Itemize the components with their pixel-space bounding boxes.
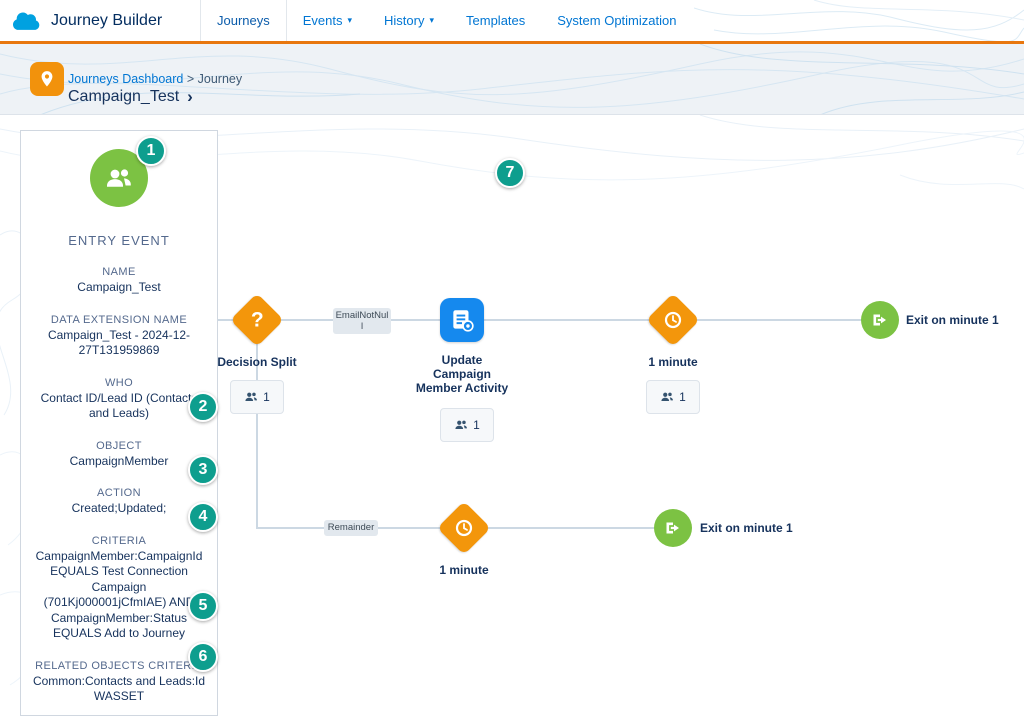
annotation-badge-3: 3	[188, 455, 218, 485]
salesforce-cloud-logo-icon	[13, 12, 40, 30]
field-object: OBJECT CampaignMember	[21, 440, 217, 470]
exit-node-top[interactable]	[861, 301, 899, 339]
connector-main-path	[218, 319, 861, 321]
field-value: CampaignMember	[69, 453, 169, 468]
tab-templates-label: Templates	[466, 13, 526, 28]
field-label: DATA EXTENSION NAME	[50, 313, 188, 326]
field-label: WHO	[104, 376, 134, 389]
tab-templates[interactable]: Templates	[450, 0, 541, 41]
exit-icon	[666, 522, 679, 534]
update-activity-label: Update Campaign Member Activity	[415, 353, 509, 395]
chevron-down-icon: ▾	[429, 15, 435, 25]
breadcrumb-band: Journeys Dashboard > Journey Campaign_Te…	[0, 44, 1024, 115]
annotation-badge-7: 7	[495, 158, 525, 188]
exit-top-label: Exit on minute 1	[906, 313, 999, 327]
people-icon	[245, 392, 258, 402]
people-icon	[661, 392, 674, 402]
tab-events[interactable]: Events ▾	[287, 0, 368, 41]
wait-top-label: 1 minute	[648, 355, 698, 369]
wait-node-top[interactable]	[646, 293, 700, 347]
journey-title: Campaign_Test	[68, 88, 180, 105]
decision-contact-count[interactable]: 1	[230, 380, 284, 414]
breadcrumb: Journeys Dashboard > Journey	[68, 72, 242, 86]
entry-event-panel: ENTRY EVENT NAME Campaign_Test DATA EXTE…	[20, 130, 218, 716]
annotation-badge-1: 1	[136, 136, 166, 166]
tab-journeys[interactable]: Journeys	[200, 0, 287, 41]
annotation-badge-2: 2	[188, 392, 218, 422]
branch-label-remainder[interactable]: Remainder	[324, 520, 378, 536]
tab-events-label: Events	[302, 13, 343, 28]
clock-icon	[663, 310, 683, 330]
topo-pattern	[694, 0, 1024, 41]
journey-waypoint-icon	[30, 62, 64, 96]
field-label: ACTION	[97, 487, 141, 499]
people-icon	[455, 420, 468, 430]
tab-system-optimization[interactable]: System Optimization	[541, 0, 692, 41]
field-action: ACTION Created;Updated;	[21, 487, 217, 517]
field-value: Created;Updated;	[71, 501, 167, 515]
field-label: OBJECT	[96, 439, 142, 452]
question-mark-icon: ?	[250, 307, 264, 331]
field-value: Contact ID/Lead ID (Contacts and Leads)	[40, 390, 198, 421]
field-label: RELATED OBJECTS CRITERIA	[35, 659, 203, 672]
journey-title-menu[interactable]: Campaign_Test ›	[68, 87, 193, 107]
brand-home-link[interactable]: Journey Builder	[0, 0, 200, 41]
wait-node-bottom[interactable]	[437, 501, 491, 555]
contact-count-value: 1	[473, 418, 480, 432]
location-pin-icon	[41, 71, 53, 87]
field-label: NAME	[102, 266, 136, 278]
connector-branch-vertical	[256, 337, 258, 529]
field-related-objects-criteria: RELATED OBJECTS CRITERIA Common:Contacts…	[21, 660, 217, 705]
breadcrumb-journeys-dashboard-link[interactable]: Journeys Dashboard	[68, 72, 184, 86]
tab-history-label: History	[384, 13, 425, 28]
tab-system-optimization-label: System Optimization	[557, 13, 677, 28]
exit-node-bottom[interactable]	[654, 509, 692, 547]
top-nav: Journey Builder Journeys Events ▾ Histor…	[0, 0, 1024, 44]
app-title: Journey Builder	[51, 11, 163, 29]
chevron-down-icon: ▾	[347, 15, 353, 25]
update-activity-contact-count[interactable]: 1	[440, 408, 494, 442]
clock-icon	[454, 518, 474, 538]
update-campaign-member-activity-node[interactable]	[440, 298, 484, 342]
contact-count-value: 1	[679, 390, 686, 404]
entry-event-heading: ENTRY EVENT	[68, 233, 170, 248]
branch-label-emailnotnull[interactable]: EmailNotNull	[333, 308, 391, 334]
field-value: Common:Contacts and Leads:Id WASSET	[32, 673, 206, 704]
field-name: NAME Campaign_Test	[21, 266, 217, 296]
tab-history[interactable]: History ▾	[368, 0, 450, 41]
annotation-badge-4: 4	[188, 502, 218, 532]
breadcrumb-current: Journey	[197, 72, 243, 86]
wait-top-contact-count[interactable]: 1	[646, 380, 700, 414]
exit-bottom-label: Exit on minute 1	[700, 521, 793, 535]
field-value: Campaign_Test	[77, 280, 161, 294]
contact-count-value: 1	[263, 390, 270, 404]
exit-icon	[873, 314, 886, 326]
field-value: CampaignMember:CampaignId EQUALS Test Co…	[35, 548, 203, 641]
chevron-right-icon: ›	[187, 87, 193, 106]
main-nav-tabs: Journeys Events ▾ History ▾ Templates Sy…	[200, 0, 692, 41]
field-label: CRITERIA	[91, 534, 147, 547]
field-criteria: CRITERIA CampaignMember:CampaignId EQUAL…	[21, 535, 217, 642]
audience-people-icon	[107, 169, 131, 187]
tab-journeys-label: Journeys	[217, 13, 270, 28]
field-value: Campaign_Test - 2024-12-27T131959869	[47, 327, 191, 358]
field-data-extension-name: DATA EXTENSION NAME Campaign_Test - 2024…	[21, 314, 217, 359]
annotation-badge-5: 5	[188, 591, 218, 621]
branch-label-text: Remainder	[327, 522, 375, 533]
field-who: WHO Contact ID/Lead ID (Contacts and Lea…	[21, 377, 217, 422]
decision-split-label: Decision Split	[217, 355, 297, 369]
wait-bottom-label: 1 minute	[439, 563, 489, 577]
record-update-icon	[453, 310, 474, 332]
branch-label-text: EmailNotNull	[335, 310, 389, 332]
decision-split-node[interactable]: ?	[230, 293, 284, 347]
breadcrumb-separator: >	[186, 72, 195, 86]
annotation-badge-6: 6	[188, 642, 218, 672]
